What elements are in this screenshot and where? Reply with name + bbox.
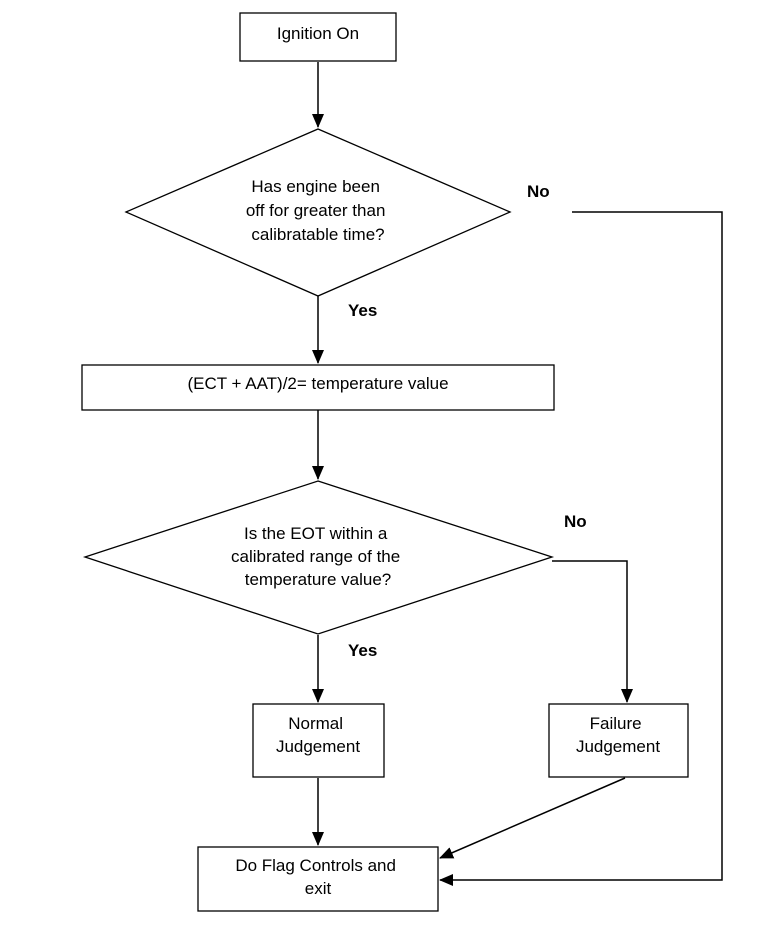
node-eot-range-check-line-1: Is the EOT within a: [244, 524, 388, 543]
edge-eot-check-no: [552, 560, 633, 703]
svg-text:Ignition On: Ignition On: [277, 24, 359, 43]
svg-text:Is the EOT within a cali: Is the EOT within a calibrated range of …: [231, 524, 405, 589]
node-normal-judgement-line-1: Normal: [288, 714, 343, 733]
node-normal-judgement-line-2: Judgement: [276, 737, 360, 756]
edge-label-eot-check-no: No: [564, 512, 587, 531]
node-engine-off-check-line-3: calibratable time?: [251, 225, 384, 244]
node-eot-range-check: Is the EOT within a calibrated range of …: [82, 480, 555, 635]
node-engine-off-check-line-2: off for greater than: [246, 201, 386, 220]
node-eot-range-check-line-2: calibrated range of the: [231, 547, 400, 566]
node-temperature-value-line: (ECT + AAT)/2= temperature value: [187, 374, 448, 393]
node-eot-range-check-line-3: temperature value?: [245, 570, 391, 589]
edge-label-engine-check-yes: Yes: [348, 301, 377, 320]
node-temperature-value: (ECT + AAT)/2= temperature value: [81, 364, 555, 411]
edge-label-engine-check-no: No: [527, 182, 550, 201]
edge-engine-check-no: [439, 211, 723, 886]
node-flag-controls-exit: Do Flag Controls and exit: [197, 846, 439, 912]
node-ignition-on: Ignition On: [239, 12, 397, 62]
svg-text:Failure Judgement: Failure Judgement: [576, 714, 660, 756]
node-normal-judgement: Normal Judgement: [252, 703, 385, 778]
node-failure-judgement-line-2: Judgement: [576, 737, 660, 756]
node-engine-off-check: Has engine been off for greater than cal…: [124, 128, 512, 297]
svg-text:(ECT + AAT)/2= temperature val: (ECT + AAT)/2= temperature value: [187, 374, 448, 393]
svg-text:Normal Judgement: Normal Judgement: [276, 714, 360, 756]
node-ignition-on-line: Ignition On: [277, 24, 359, 43]
edge-label-eot-check-yes: Yes: [348, 641, 377, 660]
node-failure-judgement: Failure Judgement: [548, 703, 689, 778]
node-failure-judgement-line-1: Failure: [590, 714, 642, 733]
node-engine-off-check-line-1: Has engine been: [251, 177, 380, 196]
node-flag-controls-exit-line-2: exit: [305, 879, 332, 898]
edge-failure-to-flag: [439, 777, 626, 859]
node-flag-controls-exit-line-1: Do Flag Controls and: [235, 856, 396, 875]
svg-text:Has engine been off for: Has engine been off for greater than cal…: [246, 177, 390, 244]
svg-text:Do Flag Controls and exi: Do Flag Controls and exit: [235, 856, 400, 898]
